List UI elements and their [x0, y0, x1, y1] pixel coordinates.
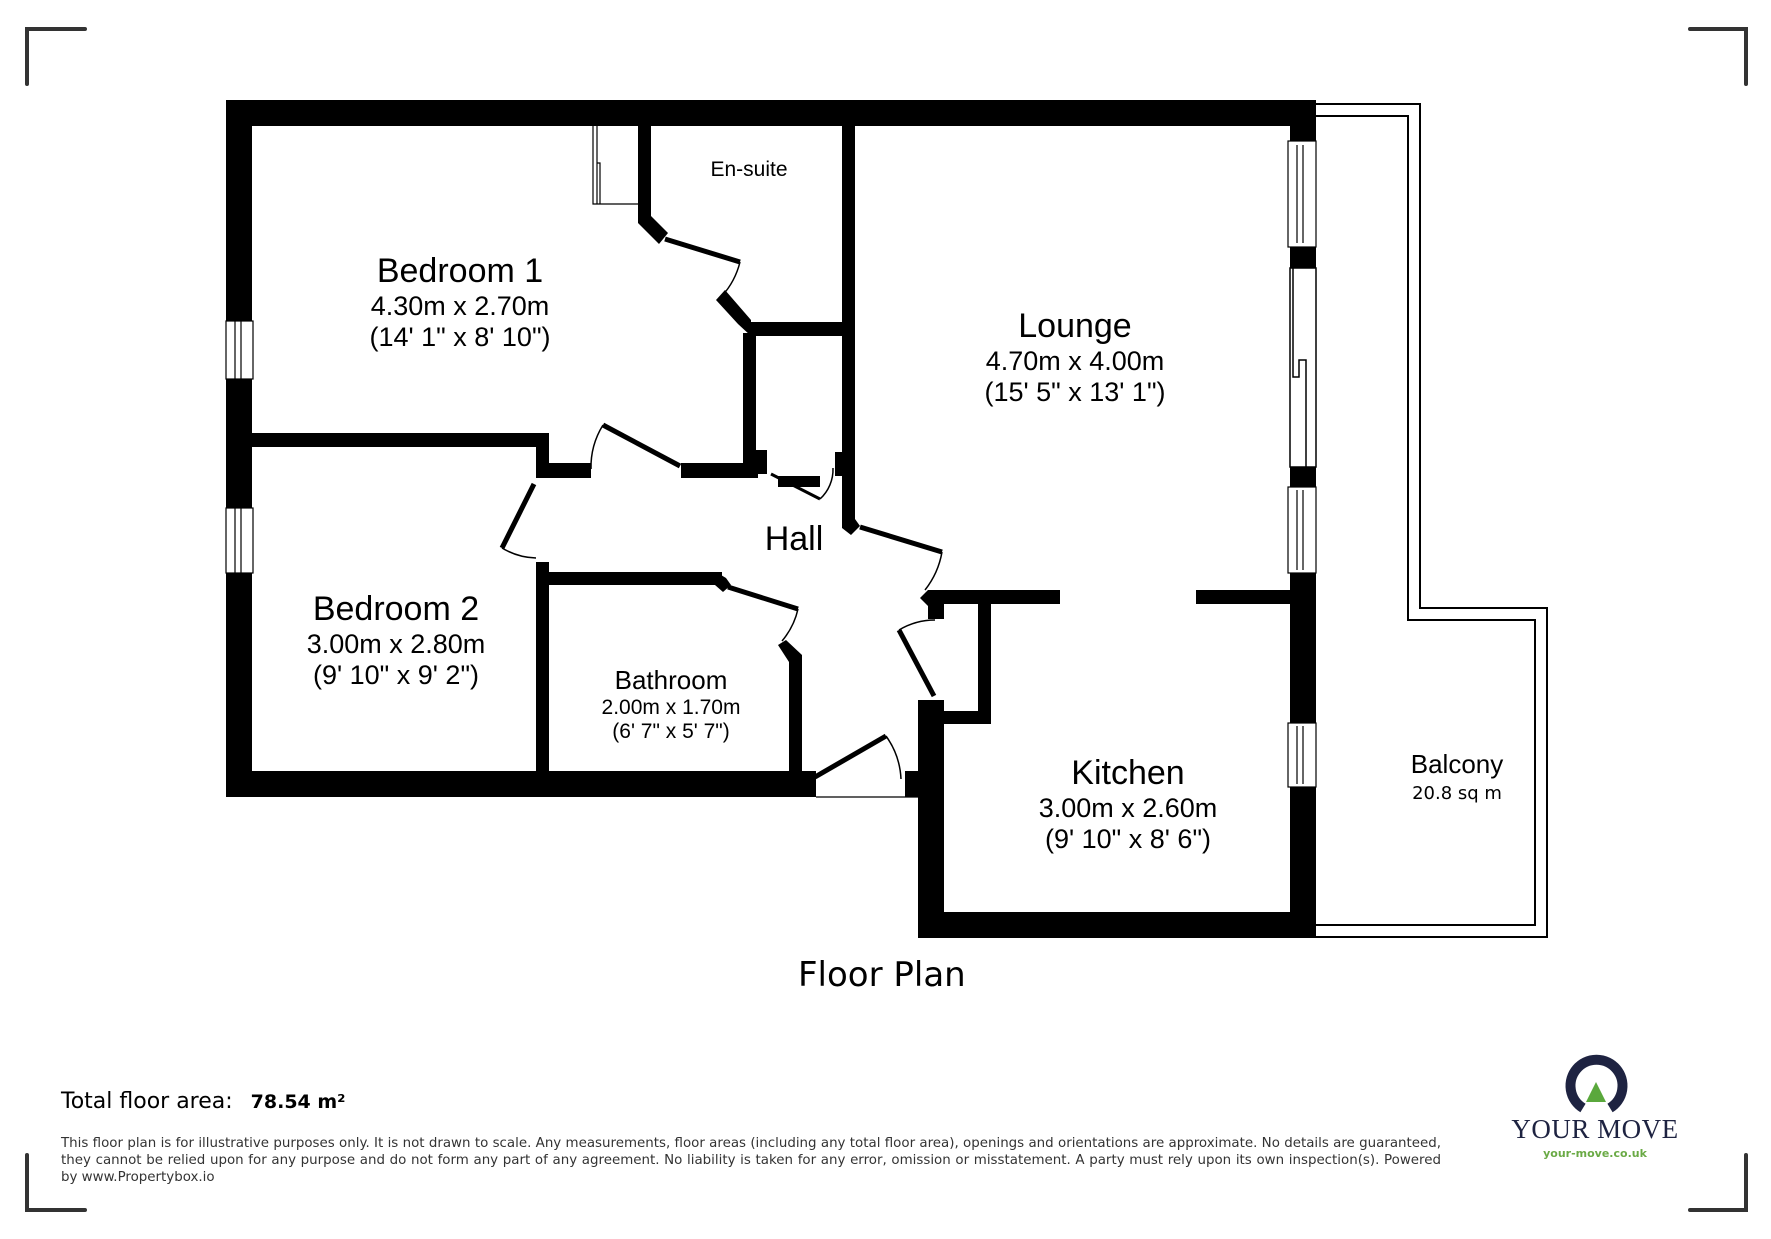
windows [225, 140, 1317, 788]
room-en-suite: En-suite [710, 158, 787, 182]
room-name: Hall [764, 520, 824, 558]
room-area: 20.8 sq m [1412, 782, 1502, 804]
room-name: Bedroom 1 [376, 252, 544, 290]
room-metric: 3.00m x 2.80m [306, 629, 486, 660]
disclaimer-text: This floor plan is for illustrative purp… [61, 1136, 1441, 1185]
room-imperial: (6' 7" x 5' 7") [612, 720, 730, 744]
room-imperial: (9' 10" x 8' 6") [1044, 824, 1212, 855]
room-imperial: (15' 5" x 13' 1") [984, 377, 1166, 408]
room-hall: Hall [765, 520, 824, 559]
room-kitchen: Kitchen 3.00m x 2.60m (9' 10" x 8' 6") [1039, 754, 1218, 855]
wardrobe [592, 126, 638, 205]
room-name: Lounge [1018, 307, 1132, 345]
room-bathroom: Bathroom 2.00m x 1.70m (6' 7" x 5' 7") [601, 665, 741, 744]
room-name: En-suite [710, 158, 788, 181]
walls [226, 100, 1316, 938]
room-bedroom-1: Bedroom 1 4.30m x 2.70m (14' 1" x 8' 10"… [369, 252, 550, 353]
room-metric: 4.30m x 2.70m [370, 291, 550, 322]
total-floor-area: Total floor area: 78.54 m² [61, 1089, 346, 1114]
room-name: Bathroom [614, 665, 728, 695]
room-imperial: (9' 10" x 9' 2") [312, 660, 480, 691]
doors [499, 236, 943, 780]
room-name: Bedroom 2 [312, 590, 480, 628]
room-metric: 4.70m x 4.00m [985, 346, 1165, 377]
total-floor-area-value: 78.54 m² [250, 1091, 346, 1113]
room-lounge: Lounge 4.70m x 4.00m (15' 5" x 13' 1") [984, 307, 1165, 408]
room-bedroom-2: Bedroom 2 3.00m x 2.80m (9' 10" x 9' 2") [307, 590, 486, 691]
logo-brand-text: YOUR MOVE [1511, 1114, 1679, 1144]
room-name: Balcony [1410, 749, 1504, 779]
sliding-door [1289, 267, 1317, 468]
crop-marks [25, 27, 1748, 1212]
balcony-outline [1316, 103, 1548, 938]
your-move-logo-icon [1565, 1054, 1628, 1113]
room-metric: 2.00m x 1.70m [601, 695, 741, 719]
your-move-logo: YOUR MOVE your-move.co.uk [1500, 1052, 1690, 1160]
room-balcony: Balcony 20.8 sq m [1410, 749, 1504, 805]
room-name: Kitchen [1071, 754, 1185, 792]
logo-url: your-move.co.uk [1543, 1147, 1647, 1160]
total-floor-area-label: Total floor area: [61, 1089, 233, 1114]
room-imperial: (14' 1" x 8' 10") [369, 322, 551, 353]
plan-title: Floor Plan [798, 955, 966, 995]
room-metric: 3.00m x 2.60m [1038, 793, 1218, 824]
wall-segments-right [1290, 247, 1316, 487]
